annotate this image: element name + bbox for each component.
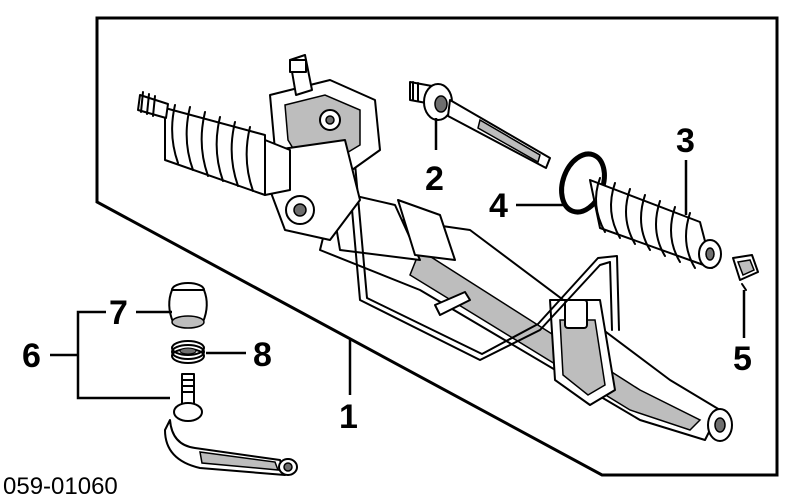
left-boot	[137, 91, 291, 196]
inner-tie-rod	[409, 81, 551, 169]
callout-5: 5	[733, 340, 752, 378]
callout-6: 6	[22, 337, 41, 375]
callout-7: 7	[109, 294, 128, 332]
pinion-valve-housing	[269, 54, 381, 241]
assembly-frame	[95, 16, 779, 477]
callout-4: 4	[489, 187, 508, 225]
boot-clip	[732, 254, 759, 291]
dust-boot	[168, 282, 208, 329]
snap-ring	[171, 340, 205, 364]
callout-3: 3	[676, 122, 695, 160]
reference-code: 059-01060	[3, 473, 118, 500]
outer-tie-rod-end	[164, 373, 298, 476]
callout-2: 2	[425, 160, 444, 198]
right-boot	[589, 177, 722, 269]
callout-1: 1	[339, 398, 358, 436]
steering-rack-assembly	[319, 129, 733, 442]
callout-8: 8	[253, 336, 272, 374]
